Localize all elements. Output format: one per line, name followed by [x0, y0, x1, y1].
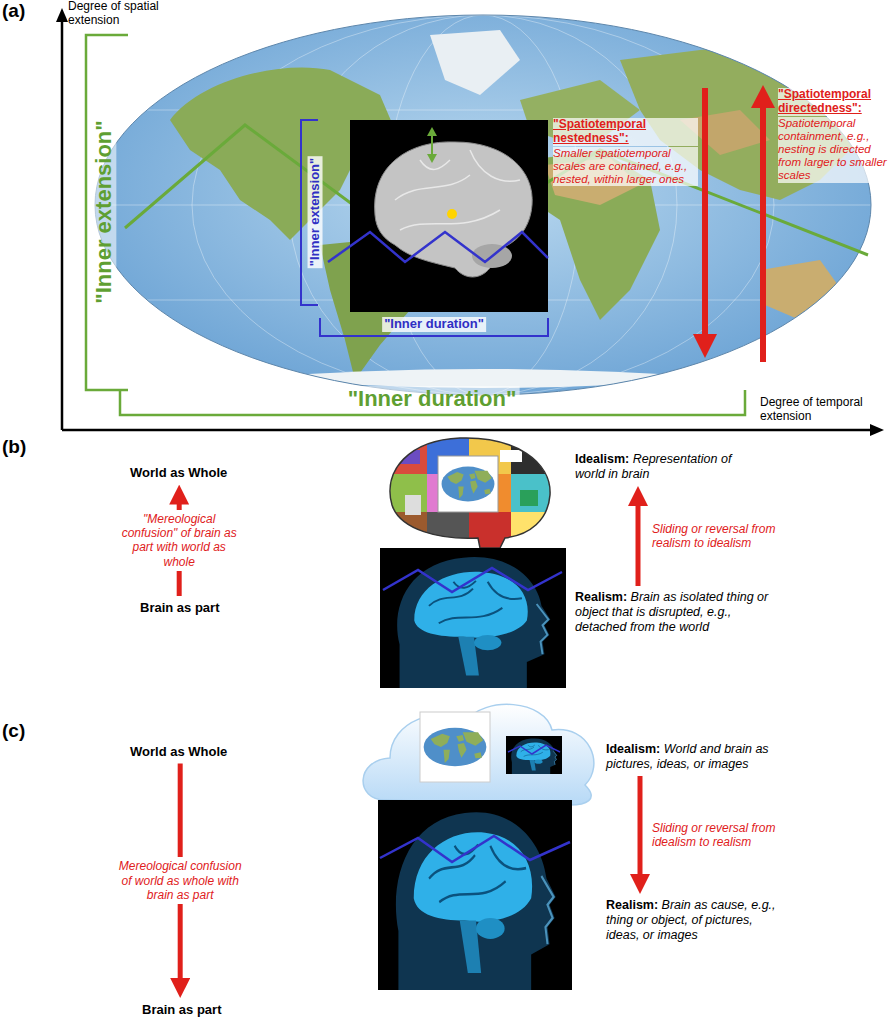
axes — [870, 424, 884, 436]
blue-bracket — [320, 318, 548, 336]
definition-heading: Realism: — [606, 898, 658, 912]
relation-label: Sliding or reversal from realism to idea… — [652, 522, 792, 551]
brain-collage — [385, 436, 553, 550]
bracket-label: "Inner duration" — [345, 386, 520, 411]
concept-term: Brain as part — [142, 1002, 221, 1017]
cloud — [363, 704, 594, 805]
head-image — [378, 800, 572, 990]
brain-image — [427, 154, 437, 163]
bracket-label: "Inner extension" — [308, 156, 323, 268]
concept-term: Brain as part — [140, 600, 219, 615]
brain-image — [350, 120, 548, 312]
concept-term: World as Whole — [130, 465, 227, 480]
brain-collage — [405, 495, 421, 515]
axes — [61, 20, 64, 430]
axis-label: Degree of spatial extension — [68, 0, 178, 28]
relation-arrow — [638, 776, 643, 880]
concept-label: Realism:Brain as isolated thing or objec… — [575, 590, 770, 635]
world-map — [95, 15, 871, 395]
globe-image — [424, 728, 487, 767]
globe-frame — [420, 712, 490, 782]
axes — [56, 8, 884, 436]
red-arrow — [702, 88, 708, 336]
relation-arrow — [636, 500, 641, 586]
brain-image — [350, 120, 548, 312]
concept-label: Realism:Brain as cause, e.g., thing or o… — [606, 898, 788, 943]
red-arrow — [760, 106, 766, 362]
relation-label: "Mereological confusion" of brain as par… — [115, 510, 243, 572]
red-arrow — [693, 334, 717, 358]
world-map — [95, 15, 871, 395]
concept-definition: Spatiotemporal containment, e.g., nestin… — [778, 117, 888, 183]
brain-collage — [520, 490, 538, 506]
concept-term: World as Whole — [130, 744, 227, 759]
definition-heading: Realism: — [575, 590, 627, 604]
concept-label: Idealism:Representation of world in brai… — [575, 452, 753, 482]
brain-collage — [400, 450, 420, 464]
brain-collage — [385, 436, 553, 550]
blue-zigzag — [508, 745, 560, 754]
axis-label: Degree of temporal extension — [760, 396, 880, 424]
blue-zigzag — [328, 232, 548, 262]
panel-letter: (b) — [2, 436, 26, 458]
brain-collage — [427, 512, 469, 550]
world-map — [95, 15, 871, 395]
brain-collage — [511, 474, 553, 512]
brain-image — [427, 127, 437, 136]
concept-label: Brain as part — [140, 600, 219, 616]
red-arrow — [693, 85, 775, 362]
head-image — [380, 548, 566, 688]
brain-collage — [442, 467, 495, 502]
brain-collage — [390, 438, 550, 548]
concept-label: Idealism:World and brain as pictures, id… — [606, 742, 784, 772]
green-bracket — [86, 35, 128, 390]
brain-image — [395, 150, 520, 230]
brain-collage — [500, 450, 522, 462]
head-image — [506, 736, 562, 774]
concept-heading: "Spatiotemporal directedness": — [778, 88, 888, 116]
axes — [62, 429, 872, 432]
relation-label: Sliding or reversal from idealism to rea… — [652, 821, 782, 850]
world-map — [430, 30, 520, 95]
axes — [56, 8, 68, 22]
brain-collage — [511, 512, 553, 550]
definition-heading: Idealism: — [575, 452, 629, 466]
brain-collage — [385, 436, 427, 474]
panel-letter: (c) — [2, 720, 25, 742]
blue-zigzag — [380, 836, 570, 862]
concept-label: World as Whole — [130, 744, 227, 760]
brain-image — [431, 134, 433, 156]
bracket-label: "Inner duration" — [382, 317, 486, 332]
brain-image — [447, 209, 457, 219]
concept-label: World as Whole — [130, 465, 227, 481]
concept-heading: "Spatiotemporal nestedness": — [553, 118, 698, 146]
concept-definition: Smaller spatiotemporal scales are contai… — [553, 147, 698, 187]
relation-label: Mereological confusion of world as whole… — [116, 857, 244, 904]
panel-letter: (a) — [2, 0, 25, 22]
brain-collage — [469, 512, 511, 550]
brain-collage — [438, 456, 498, 512]
world-map — [760, 260, 845, 320]
definition-heading: Idealism: — [606, 742, 660, 756]
bracket-label: "Inner extension" — [91, 117, 116, 306]
blue-zigzag — [383, 568, 562, 592]
red-arrow — [751, 85, 775, 108]
concept-label: Brain as part — [142, 1002, 221, 1018]
world-map — [95, 15, 871, 395]
world-map — [95, 15, 871, 395]
